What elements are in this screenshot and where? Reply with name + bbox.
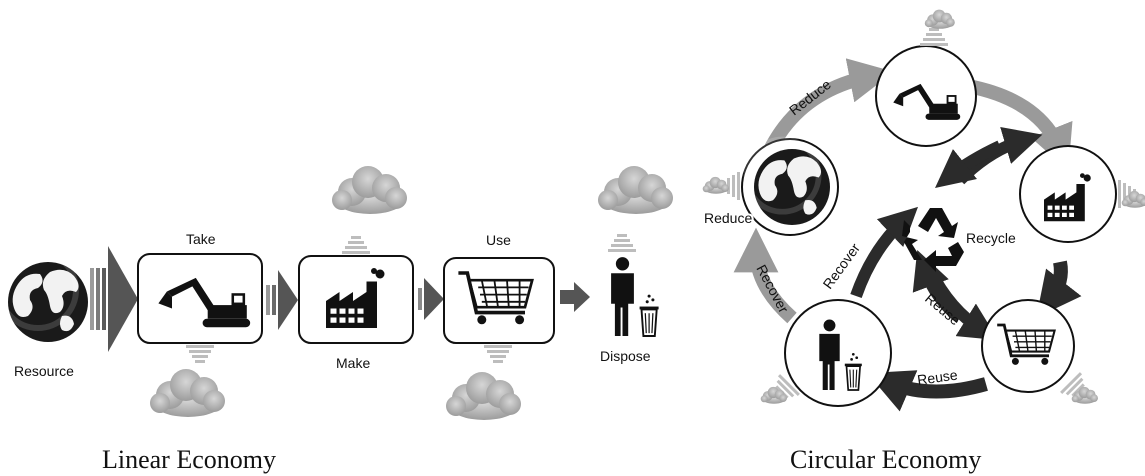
use-vent-icon (484, 345, 512, 363)
make-label: Make (336, 355, 370, 371)
smoke-cloud-icon (924, 9, 955, 29)
make-to-use-arrow (418, 278, 444, 320)
take-vent-icon (186, 345, 214, 363)
smoke-cloud-icon (1071, 386, 1098, 404)
make-vent-icon (342, 236, 370, 254)
circular-economy: Reduce Reduce Recycle Recover (702, 9, 1145, 474)
resource-label: Resource (14, 363, 74, 379)
linear-economy: Resource Take Make (0, 166, 673, 474)
smoke-cloud-icon (150, 369, 225, 417)
person-trash-icon (610, 256, 660, 337)
take-to-make-arrow (266, 270, 298, 330)
take-label: Take (186, 231, 216, 247)
smoke-cloud-icon (598, 166, 673, 214)
reuse-outer-arrow (867, 370, 988, 412)
dispose-label: Dispose (600, 348, 651, 364)
smoke-cloud-icon (332, 166, 407, 214)
reduce-left-label: Reduce (704, 210, 752, 226)
resource-globe-icon (0, 252, 88, 342)
use-box (443, 257, 555, 344)
smoke-cloud-icon (760, 386, 787, 404)
factory-to-cart-arrow (1036, 260, 1082, 318)
use-to-dispose-arrow (560, 282, 590, 312)
recover-outer-arrow (733, 227, 797, 324)
recycle-to-globe-arrow (935, 140, 1003, 188)
excavator-to-factory-arrow (966, 79, 1073, 171)
dispose-vent-icon (608, 234, 636, 252)
circular-economy-title: Circular Economy (790, 445, 981, 474)
reuse-inner-back-arrow (912, 250, 964, 323)
factory-node (1019, 145, 1117, 243)
recover-inner-arrow (850, 206, 919, 298)
resource-to-take-arrow (90, 246, 138, 352)
use-label: Use (486, 232, 511, 248)
recycle-icon (902, 208, 964, 272)
smoke-cloud-icon (446, 372, 521, 420)
reuse-outer-label: Reuse (916, 366, 959, 388)
excavator-vent-icon (920, 28, 948, 46)
cart-node (981, 299, 1075, 393)
smoke-cloud-icon (702, 176, 729, 194)
recycle-label: Recycle (966, 230, 1016, 246)
linear-economy-title: Linear Economy (102, 445, 276, 474)
